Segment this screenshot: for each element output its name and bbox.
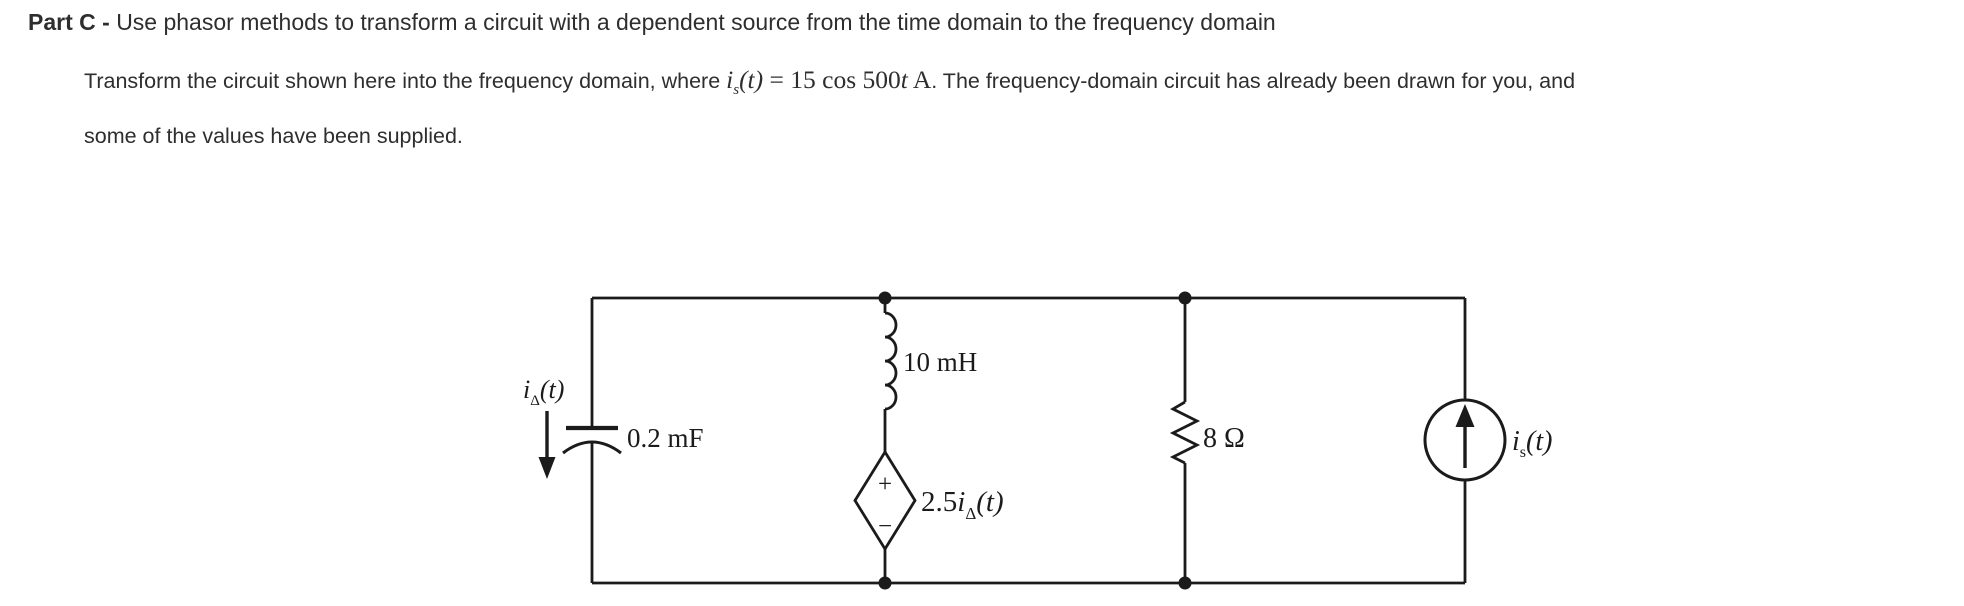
dependent-source-label: 2.5iΔ(t)	[921, 486, 1004, 523]
current-source-label: is(t)	[1512, 426, 1552, 461]
capacitor-value-label: 0.2 mF	[627, 423, 704, 453]
delta-current-arrow	[538, 411, 556, 479]
resistor-zigzag	[1169, 400, 1201, 465]
statement-line2: some of the values have been supplied.	[84, 124, 463, 149]
dependent-source-plus: +	[878, 471, 892, 498]
node-dot	[878, 576, 892, 590]
statement-intro: Transform the circuit shown here into th…	[84, 69, 727, 93]
part-title: Use phasor methods to transform a circui…	[116, 9, 1276, 35]
current-source-arrow-head	[1455, 404, 1475, 427]
inductor-value-label: 10 mH	[903, 347, 977, 377]
statement-line1: Transform the circuit shown here into th…	[84, 57, 1954, 113]
inductor-coil	[884, 311, 898, 411]
node-dot	[1178, 291, 1192, 305]
capacitor	[562, 425, 622, 455]
statement-outro: . The frequency-domain circuit has alrea…	[931, 69, 1576, 93]
node-dot	[878, 291, 892, 305]
math-expression: is(t) = 15 cos 500t A	[726, 65, 932, 99]
node-dots	[878, 291, 1192, 590]
node-dot	[1178, 576, 1192, 590]
circuit-wires	[590, 296, 1467, 585]
resistor-value-label: 8 Ω	[1203, 423, 1245, 454]
part-label: Part C -	[28, 9, 117, 35]
dependent-source-minus: −	[878, 513, 892, 540]
delta-current-arrow-head	[538, 457, 556, 479]
part-header: Part C - Use phasor methods to transform…	[28, 8, 1276, 36]
delta-current-label: iΔ(t)	[523, 375, 564, 409]
capacitor-curved-plate	[562, 440, 622, 455]
dependent-source-diamond	[853, 449, 917, 552]
problem-statement: Transform the circuit shown here into th…	[84, 57, 1954, 159]
